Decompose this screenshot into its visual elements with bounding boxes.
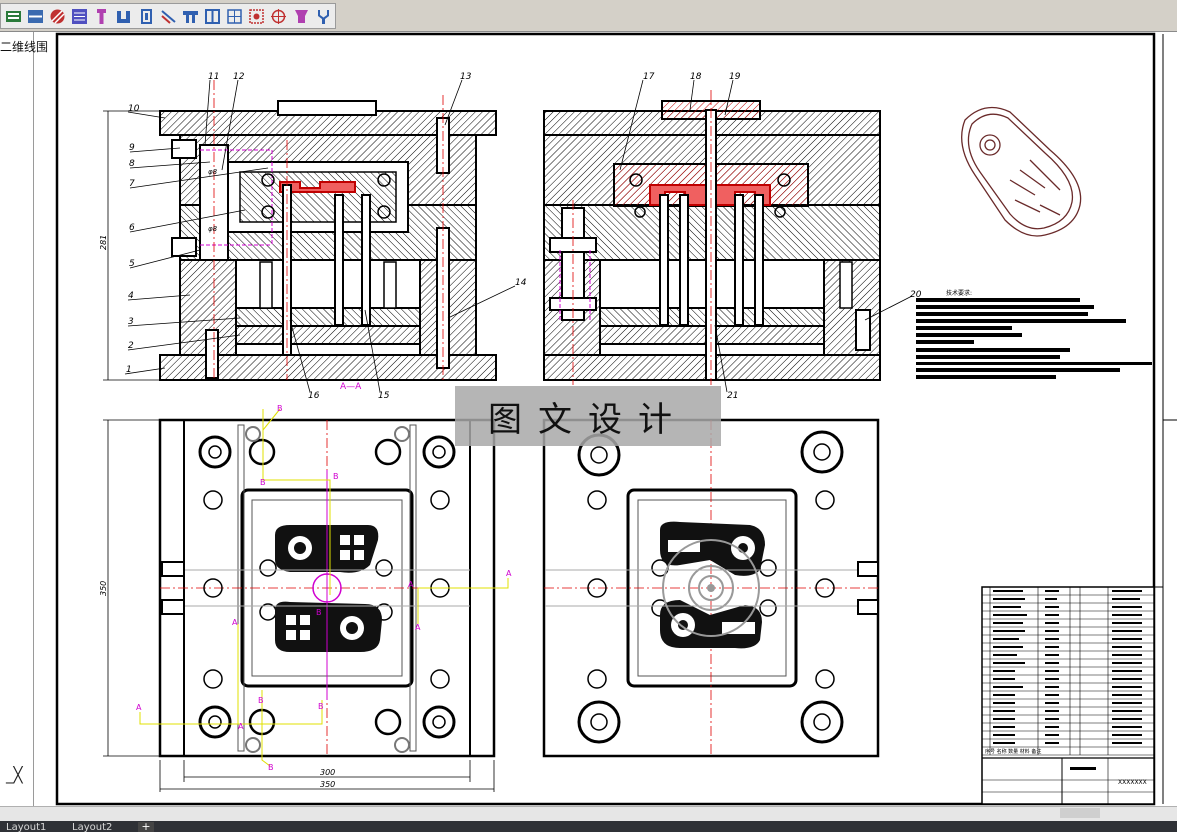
scroll-thumb[interactable]	[1060, 808, 1100, 818]
part-number-1: 1	[126, 365, 132, 375]
bracket-icon[interactable]	[114, 6, 135, 27]
layer-icon[interactable]	[3, 6, 24, 27]
circle-hatch-icon[interactable]	[47, 6, 68, 27]
part-number-5: 5	[129, 259, 135, 269]
layer-label: 二维线围	[0, 40, 49, 54]
title-block: 序号 名称 数量 材料 备注 XXXXXXX	[981, 586, 1163, 805]
pin-icon[interactable]	[136, 6, 157, 27]
cup-icon[interactable]	[291, 6, 312, 27]
part-number-11: 11	[208, 72, 219, 82]
ucs-icon: _╳	[6, 766, 23, 784]
part-number-12: 12	[233, 72, 245, 82]
part-labels-left: 1 2 3 4 5 6 7 8 9 10 11 12 13 14 15 16	[124, 72, 527, 401]
part-number-13: 13	[460, 72, 472, 82]
part-number-20: 20	[910, 290, 922, 300]
table-icon[interactable]	[224, 6, 245, 27]
list-icon[interactable]	[69, 6, 90, 27]
cut-letter-b: B	[318, 702, 324, 711]
dim-small-a: φ8	[208, 168, 218, 176]
cut-letters: B B B B B B B A A A A A A	[136, 404, 512, 772]
frame-icon[interactable]	[180, 6, 201, 27]
dim-plan-height: 350	[99, 581, 108, 596]
part-number-9: 9	[129, 143, 135, 153]
part-number-10: 10	[128, 104, 140, 114]
toolbar	[0, 0, 1177, 32]
layout-tabs	[0, 821, 1177, 832]
part-number-15: 15	[378, 391, 390, 401]
line-icon[interactable]	[25, 6, 46, 27]
part-number-6: 6	[129, 223, 135, 233]
part-number-8: 8	[129, 159, 135, 169]
section-view-left: 281 φ8 φ8 A—A	[99, 80, 497, 392]
cut-letter-a: A	[506, 569, 512, 578]
slash-icon[interactable]	[158, 6, 179, 27]
section-label: A—A	[340, 382, 362, 392]
dim-inner-width: 300	[320, 768, 335, 777]
drawing-code: XXXXXXX	[1118, 779, 1147, 786]
screw-icon[interactable]	[92, 6, 113, 27]
part-number-18: 18	[690, 72, 702, 82]
cut-letter-a: A	[415, 623, 421, 632]
dim-outer-width: 350	[320, 780, 335, 789]
part-number-21: 21	[727, 391, 738, 401]
technical-requirements: 技术要求:	[916, 289, 1152, 379]
crosshair-icon[interactable]	[269, 6, 290, 27]
part-number-3: 3	[128, 317, 134, 327]
part-number-7: 7	[129, 179, 135, 189]
tech-title: 技术要求:	[946, 289, 972, 297]
cut-letter-b: B	[277, 404, 283, 413]
cut-letter-b: B	[333, 472, 339, 481]
part-number-16: 16	[308, 391, 320, 401]
part-number-2: 2	[128, 341, 134, 351]
watermark: 图文设计	[455, 386, 721, 446]
cut-letter-b: B	[268, 763, 274, 772]
part-number-17: 17	[643, 72, 655, 82]
drawing-canvas[interactable]: 281 φ8 φ8 A—A 1 2 3 4 5 6 7 8 9 10 11 12…	[34, 32, 1177, 806]
split-icon[interactable]	[202, 6, 223, 27]
tab-layout2[interactable]: Layout2	[72, 822, 113, 832]
tab-layout1[interactable]: Layout1	[6, 822, 47, 832]
toolbar-group	[0, 3, 336, 29]
cut-letter-b: B	[260, 478, 266, 487]
part-number-19: 19	[729, 72, 741, 82]
cut-letter-b: B	[316, 608, 322, 617]
fork-icon[interactable]	[313, 6, 334, 27]
cut-letter-a: A	[232, 618, 238, 627]
sheet-frame	[55, 32, 1156, 806]
section-view-right	[543, 90, 881, 385]
plan-view-left: B B B B B B B A A A A A A 350 300 350	[99, 404, 512, 792]
left-panel	[0, 32, 34, 806]
part-number-14: 14	[515, 278, 527, 288]
cut-letter-a: A	[238, 722, 244, 731]
part-labels-right: 17 18 19 20 21	[619, 72, 922, 401]
target-icon[interactable]	[247, 6, 268, 27]
part-number-4: 4	[128, 291, 134, 301]
dim-height: 281	[99, 235, 108, 250]
part-isometric-sketch	[961, 106, 1082, 237]
cut-letter-b: B	[258, 696, 264, 705]
dim-small-b: φ8	[208, 225, 218, 233]
bom-header-row: 序号 名称 数量 材料 备注	[985, 748, 1041, 755]
plan-view-right	[542, 418, 880, 758]
add-layout-button[interactable]: +	[138, 821, 154, 832]
cut-letter-a: A	[408, 580, 414, 589]
cut-letter-a: A	[136, 703, 142, 712]
